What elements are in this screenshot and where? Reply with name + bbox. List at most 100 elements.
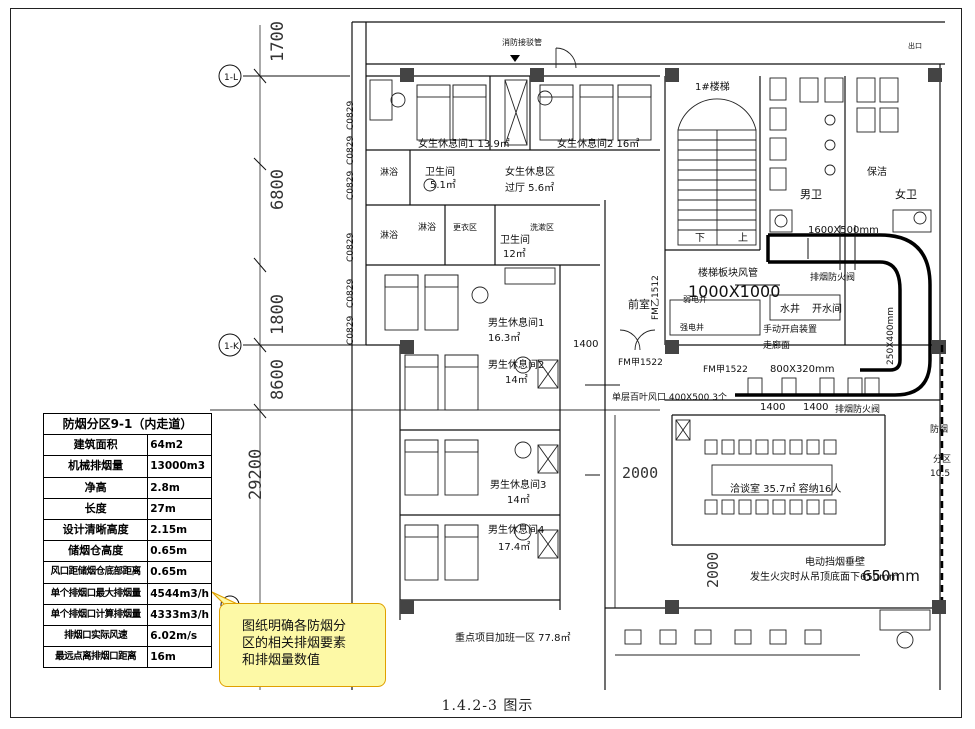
note-smoke-curtain: 电动挡烟垂壁 — [805, 555, 865, 568]
room-male-rest-3-area: 14㎡ — [507, 494, 530, 506]
window-c0829: C0829 — [346, 171, 356, 200]
furniture — [369, 47, 932, 656]
dim-1400-b: 1400 — [760, 402, 785, 413]
dim-1400-c: 1400 — [803, 402, 828, 413]
dim-1800: 1800 — [268, 294, 288, 335]
door-fm-1: FM甲1522 — [618, 357, 663, 368]
window-c0829: C0829 — [346, 136, 356, 165]
row-label: 长度 — [42, 497, 149, 520]
room-male-rest-2-area: 14㎡ — [505, 374, 528, 386]
row-label: 机械排烟量 — [42, 455, 149, 478]
room-female-area-hall: 过厅 5.6㎡ — [505, 181, 554, 194]
dim-8600: 8600 — [268, 359, 288, 400]
room-negotiation: 洽谈室 35.7㎡ 容纳16人 — [730, 482, 841, 495]
room-power-well: 强电井 — [680, 322, 704, 332]
figure-caption: 1.4.2-3 图示 — [441, 698, 534, 714]
row-label: 最远点离排烟口距离 — [42, 646, 149, 669]
callout-line: 和排烟量数值 — [242, 653, 321, 668]
row-value: 2.8m — [147, 476, 212, 499]
duct-size-800: 800X320mm — [770, 364, 835, 375]
axis-label-1k: 1-K — [224, 342, 240, 352]
room-female-wc: 女卫 — [895, 187, 917, 201]
dim-tick — [253, 257, 267, 273]
axis-bubble-1l — [218, 64, 242, 88]
row-value: 0.65m — [147, 540, 212, 563]
row-value: 16m — [147, 646, 212, 669]
room-male-wc: 男卫 — [800, 188, 822, 201]
row-value: 6.02m/s — [147, 624, 212, 648]
room-shower-3: 淋浴 — [418, 221, 436, 233]
window-c0829: C0829 — [346, 233, 356, 262]
axis-label-1l: 1-L — [224, 73, 238, 83]
label-duct: 楼梯板块风管 — [698, 266, 758, 279]
window-c0829: C0829 — [346, 101, 356, 130]
row-label: 储烟仓高度 — [42, 540, 149, 563]
stair-up: 上 — [738, 232, 748, 244]
label-right-zone: 防烟 — [930, 423, 948, 435]
label-right-number: 10.5 — [930, 469, 950, 479]
room-wc-1-area: 5.1㎡ — [430, 179, 456, 191]
dim-6800: 6800 — [268, 169, 288, 210]
callout-line: 区的相关排烟要素 — [242, 636, 347, 651]
room-wc-2-area: 12㎡ — [503, 248, 526, 260]
row-value: 64m2 — [147, 434, 212, 457]
row-label: 风口距储烟仓底部距离 — [42, 561, 149, 584]
dim-tick — [253, 337, 267, 353]
row-label: 单个排烟口计算排烟量 — [42, 603, 149, 626]
room-wash: 洗漱区 — [530, 222, 554, 232]
label-right-zone-2: 分区 — [933, 454, 951, 465]
room-wc-1: 卫生间 — [425, 165, 455, 178]
room-cleaning: 保洁 — [867, 165, 887, 178]
table-header: 防烟分区9-1（内走道） — [43, 412, 212, 436]
door-fm-3: FM乙1512 — [650, 275, 661, 320]
row-value: 2.15m — [147, 518, 212, 542]
label-corridor: 走廊面 — [763, 339, 790, 351]
label-exit: 出口 — [908, 41, 922, 50]
row-value: 4333m3/h — [147, 603, 212, 626]
room-male-rest-4-area: 17.4㎡ — [498, 541, 530, 553]
label-smoke-damper: 排烟防火阀 — [810, 271, 855, 283]
window-c0829: C0829 — [346, 279, 356, 308]
dim-2000-a: 2000 — [622, 464, 658, 482]
duct-size-250: 250X400mm — [886, 307, 896, 365]
row-label: 单个排烟口最大排烟量 — [42, 582, 149, 605]
row-value: 13000m3 — [147, 455, 212, 478]
stair-down: 下 — [695, 233, 705, 244]
dim-tick — [253, 68, 267, 84]
room-water-well: 水井 — [780, 302, 800, 315]
dim-2000-b: 2000 — [704, 552, 722, 588]
dim-29200: 29200 — [246, 449, 266, 500]
row-label: 建筑面积 — [42, 434, 149, 457]
duct-size-1000: 1000X1000 — [688, 282, 780, 301]
room-boiling: 开水间 — [812, 302, 842, 315]
room-male-rest-1-area: 16.3㎡ — [488, 332, 520, 344]
dim-1400-a: 1400 — [573, 339, 598, 350]
label-smoke-damper-2: 排烟防火阀 — [835, 403, 880, 415]
label-outlet: 单层百叶风口 400X500 3个 — [612, 391, 727, 403]
room-female-rest-1: 女生休息间1 13.9㎡ — [418, 137, 510, 150]
axis-bubble-1k — [218, 333, 242, 357]
room-shower-1: 淋浴 — [380, 166, 398, 178]
room-shower-2: 淋浴 — [380, 229, 398, 241]
label-manual: 手动开启装置 — [763, 323, 817, 335]
columns — [400, 68, 946, 614]
room-female-area: 女生休息区 — [505, 165, 555, 178]
label-fire-hose: 消防接驳管 — [502, 37, 542, 47]
row-label: 设计清晰高度 — [42, 518, 149, 542]
dim-tick — [253, 157, 267, 171]
row-value: 4544m3/h — [147, 582, 212, 605]
dim-1700: 1700 — [268, 21, 288, 62]
row-value: 27m — [147, 497, 212, 520]
drawing-frame — [10, 8, 962, 718]
note-f650: 650mm — [862, 567, 920, 585]
room-male-rest-1: 男生休息间1 — [488, 316, 544, 329]
